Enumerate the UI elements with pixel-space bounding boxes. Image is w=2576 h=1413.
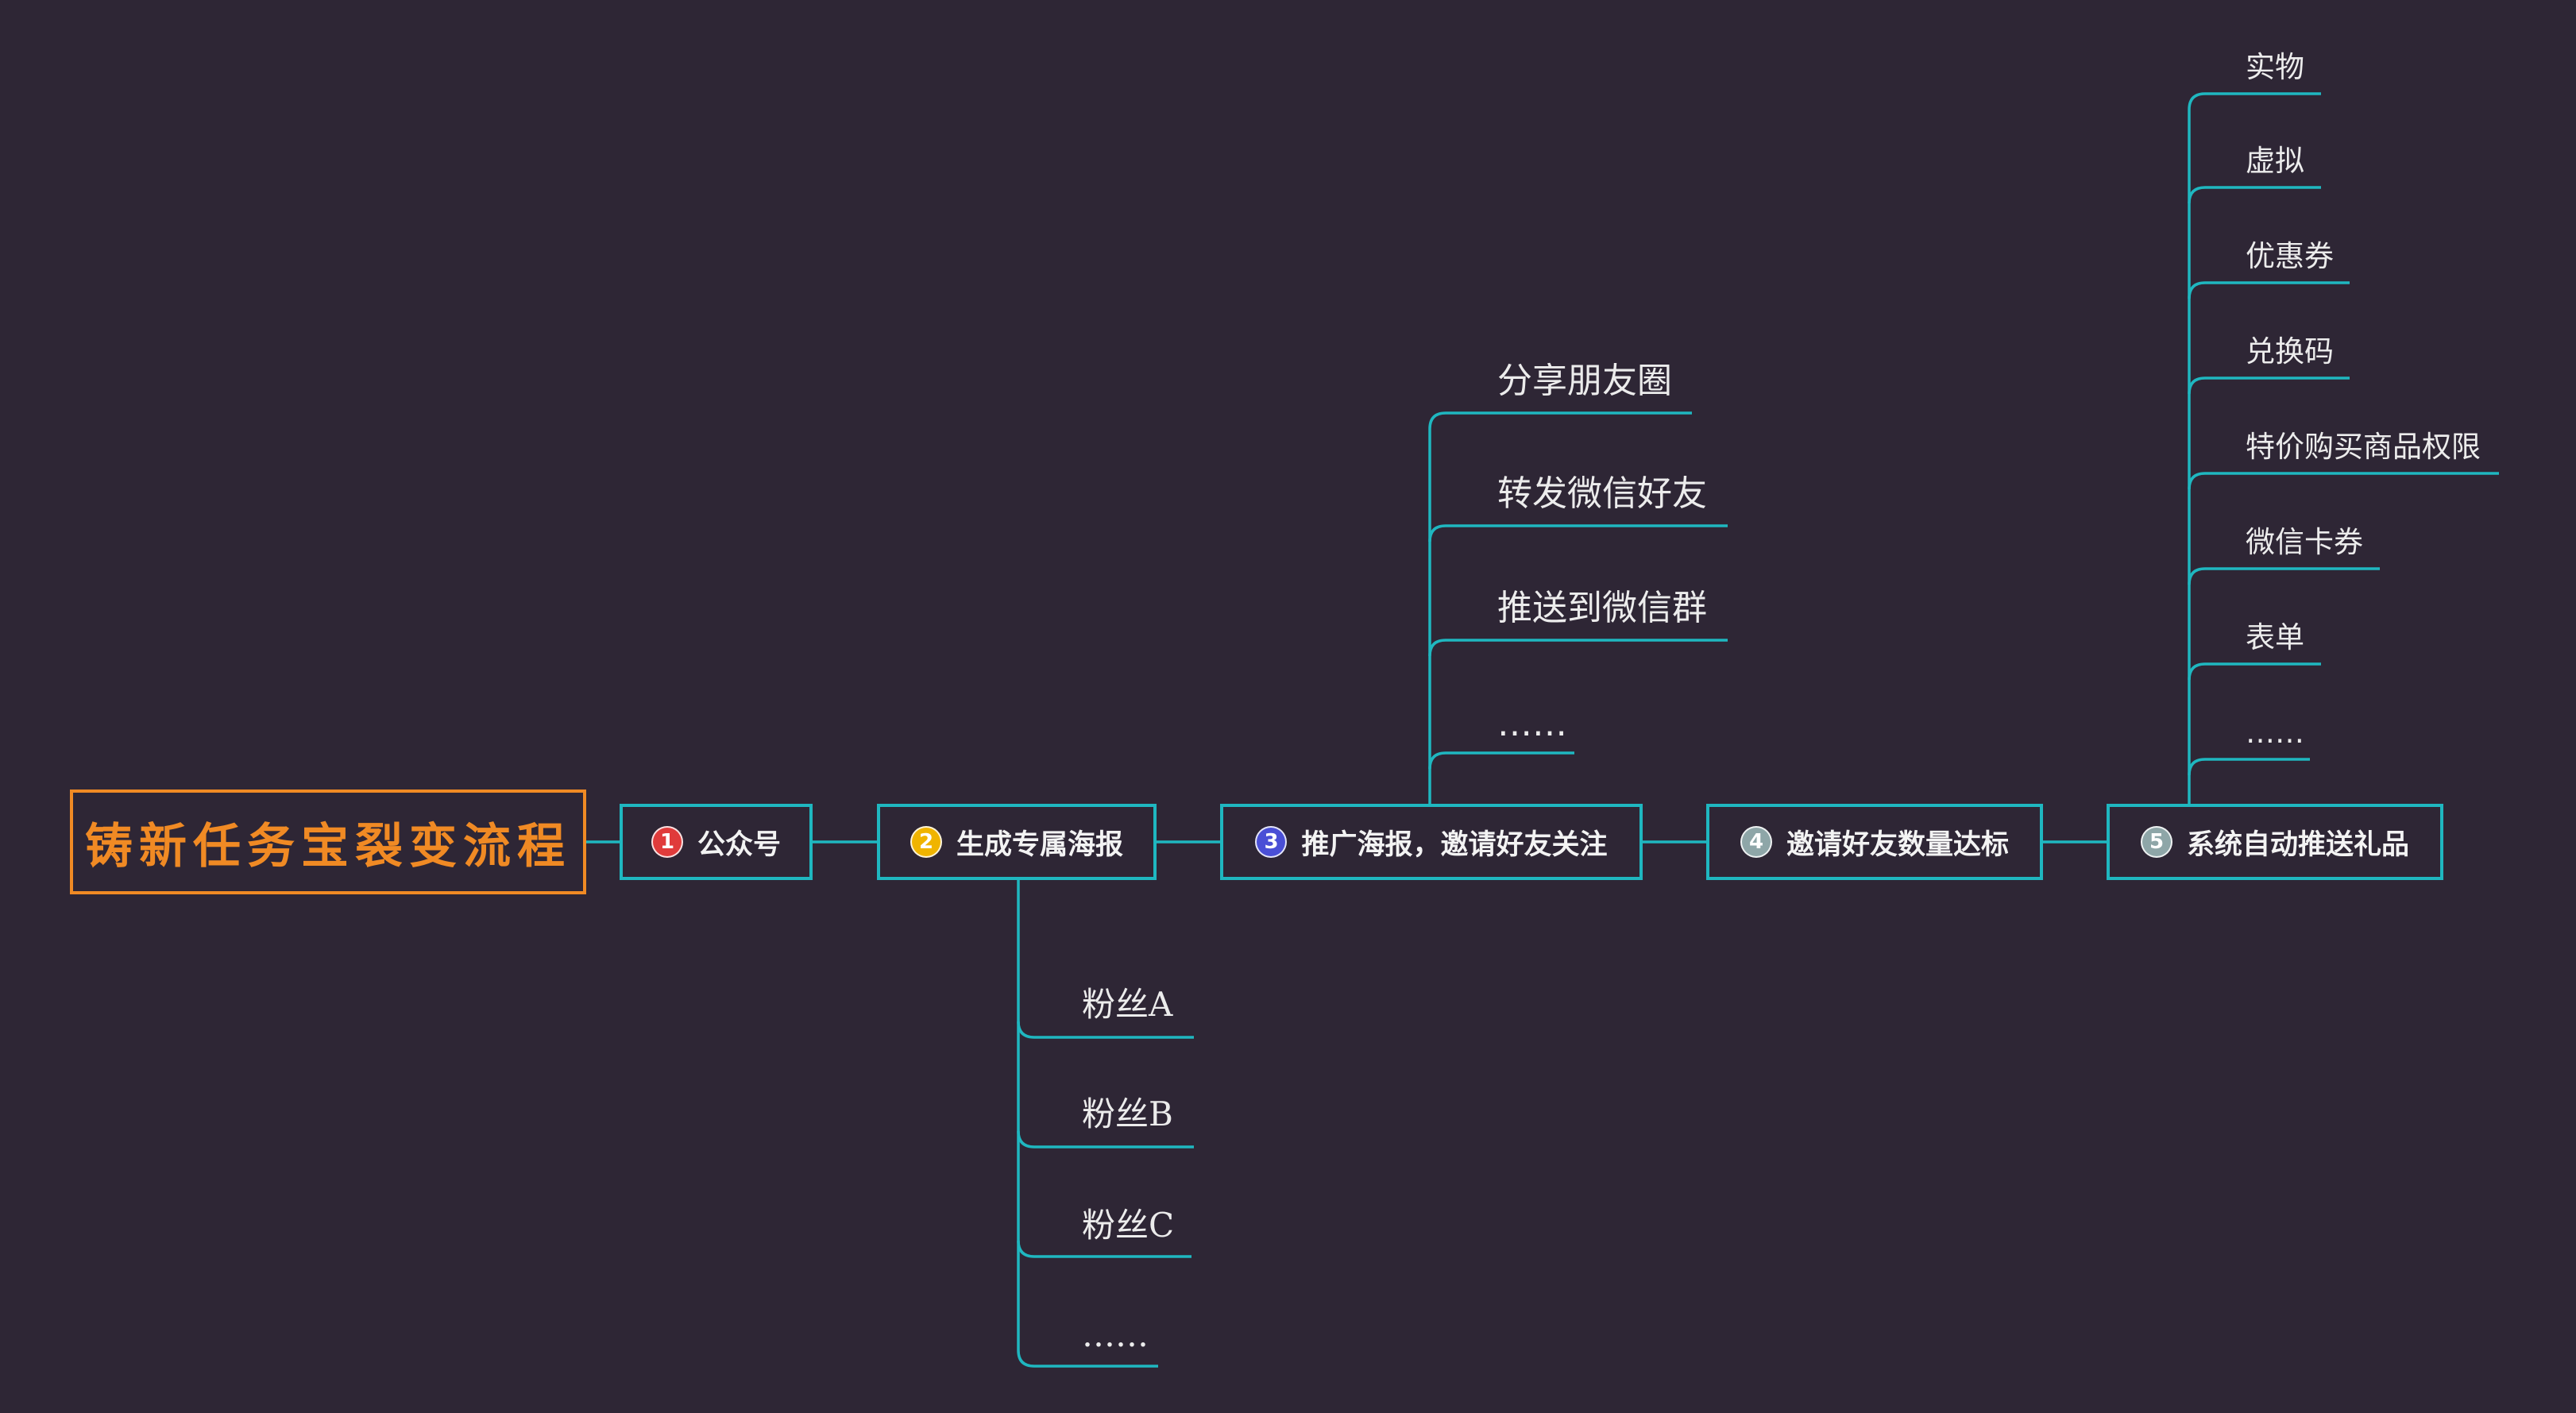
step-number-badge: 3 — [1255, 826, 1288, 858]
step-number-badge: 5 — [2140, 826, 2172, 858]
branch-leaf[interactable]: 兑换码 — [2246, 334, 2334, 369]
branch-leaf[interactable]: 特价购买商品权限 — [2246, 430, 2481, 464]
step-node-5[interactable]: 5 系统自动推送礼品 — [2107, 804, 2443, 880]
branch-leaf[interactable]: 粉丝A — [1082, 985, 1173, 1024]
branch-leaf[interactable]: 转发微信好友 — [1497, 473, 1707, 514]
step-label: 系统自动推送礼品 — [2186, 828, 2409, 861]
branch-leaf[interactable]: 粉丝C — [1082, 1206, 1175, 1245]
step-number-badge: 1 — [651, 826, 683, 858]
branch-leaf[interactable]: 实物 — [2246, 50, 2304, 84]
step-node-3[interactable]: 3 推广海报，邀请好友关注 — [1220, 804, 1643, 880]
step-label: 邀请好友数量达标 — [1786, 828, 2009, 861]
step-node-2[interactable]: 2 生成专属海报 — [877, 804, 1157, 880]
branch-leaf[interactable]: …… — [2246, 716, 2304, 750]
branch-leaf[interactable]: 虚拟 — [2246, 144, 2304, 178]
step-label: 公众号 — [697, 828, 781, 861]
branch-leaf[interactable]: 优惠券 — [2246, 239, 2334, 273]
branch-leaf[interactable]: 微信卡券 — [2246, 525, 2363, 559]
branch-leaf[interactable]: …… — [1497, 704, 1567, 744]
step-number-badge: 4 — [1740, 826, 1772, 858]
branch-leaf[interactable]: 分享朋友圈 — [1497, 361, 1672, 401]
step-node-1[interactable]: 1 公众号 — [620, 804, 813, 880]
branch-leaf[interactable]: 表单 — [2246, 620, 2304, 654]
root-node[interactable]: 铸新任务宝裂变流程 — [70, 790, 586, 894]
step-label: 推广海报，邀请好友关注 — [1301, 828, 1608, 861]
branch-leaf[interactable]: 推送到微信群 — [1497, 588, 1707, 628]
step-label: 生成专属海报 — [956, 828, 1123, 861]
step-number-badge: 2 — [910, 826, 942, 858]
step-node-4[interactable]: 4 邀请好友数量达标 — [1706, 804, 2043, 880]
root-title: 铸新任务宝裂变流程 — [85, 818, 571, 874]
branch-leaf[interactable]: …… — [1082, 1315, 1149, 1354]
branch-leaf[interactable]: 粉丝B — [1082, 1094, 1173, 1133]
